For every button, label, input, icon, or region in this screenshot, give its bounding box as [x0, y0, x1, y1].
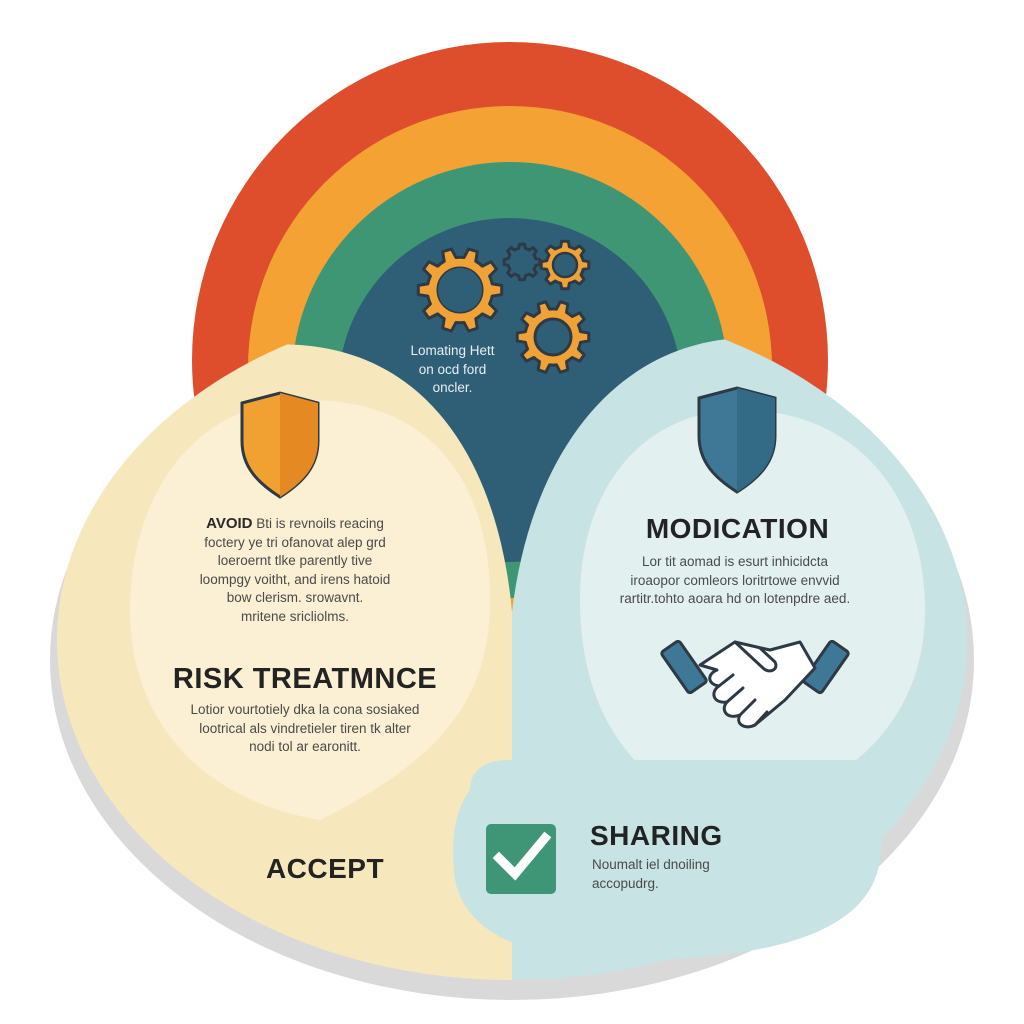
top-caption-line: oncler.	[432, 380, 473, 395]
risk-treatment-line: nodi tol ar earonitt.	[249, 739, 361, 754]
top-caption: Lomating Hett on ocd ford oncler.	[380, 342, 525, 398]
checkmark-icon	[486, 824, 556, 894]
gear-large	[416, 247, 504, 333]
sharing-pill	[453, 760, 884, 960]
risk-treatment-line: Lotior vourtotiely dka la cona sosiaked	[190, 702, 420, 717]
sharing-title: SHARING	[590, 820, 723, 851]
gear-tiny	[502, 242, 542, 282]
avoid-first-line: AVOID Bti is revnoils reacing	[160, 515, 430, 534]
top-caption-line: Lomating Hett	[410, 343, 495, 358]
gear-small	[539, 239, 591, 291]
shield-icon	[240, 391, 320, 499]
handshake-icon	[660, 639, 850, 729]
gear-medium	[515, 300, 591, 374]
avoid-line: foctery ye tri ofanovat alep grd	[204, 534, 386, 550]
avoid-line: mritene sricliolms.	[240, 608, 349, 624]
gear-shape	[502, 242, 542, 282]
modication-body: Lor tit aomad is esurt inhicidcta iroaop…	[590, 553, 880, 609]
avoid-line: Bti is revnoils reacing	[256, 516, 384, 531]
sharing-line: accopudrg.	[592, 875, 659, 891]
shield-icon	[697, 386, 777, 494]
modication-line: rartitr.tohto aoara hd on lotenpdre aed.	[619, 591, 851, 606]
gears-icon	[416, 239, 591, 374]
avoid-line: loeroernt tlke parently tive	[217, 553, 373, 568]
sharing-line: Noumalt iel dnoiling	[592, 857, 710, 872]
modication-line: Lor tit aomad is esurt inhicidcta	[641, 554, 829, 569]
sharing-body: Noumalt iel dnoiling accopudrg.	[592, 856, 752, 893]
right-inner-bubble	[580, 410, 925, 820]
risk-treatment-title: RISK TREATMNCE	[172, 663, 438, 695]
left-inner-bubble	[130, 400, 490, 820]
risk-treatment-body: Lotior vourtotiely dka la cona sosiaked …	[160, 701, 450, 757]
avoid-line: loompgy voitht, and irens hatoid	[199, 571, 391, 587]
modication-line: iroaopor comleors loritrtowe envvid	[630, 572, 840, 588]
modication-title: MODICATION	[645, 513, 830, 544]
avoid-label: AVOID	[206, 515, 253, 532]
accept-label: ACCEPT	[265, 853, 385, 884]
risk-treatment-line: lootrical als vindretieler tiren tk alte…	[199, 720, 411, 736]
avoid-text-block: AVOID Bti is revnoils reacing foctery ye…	[160, 515, 430, 626]
top-caption-line: on ocd ford	[418, 361, 487, 377]
avoid-line: bow clerism. srowavnt.	[226, 590, 364, 605]
